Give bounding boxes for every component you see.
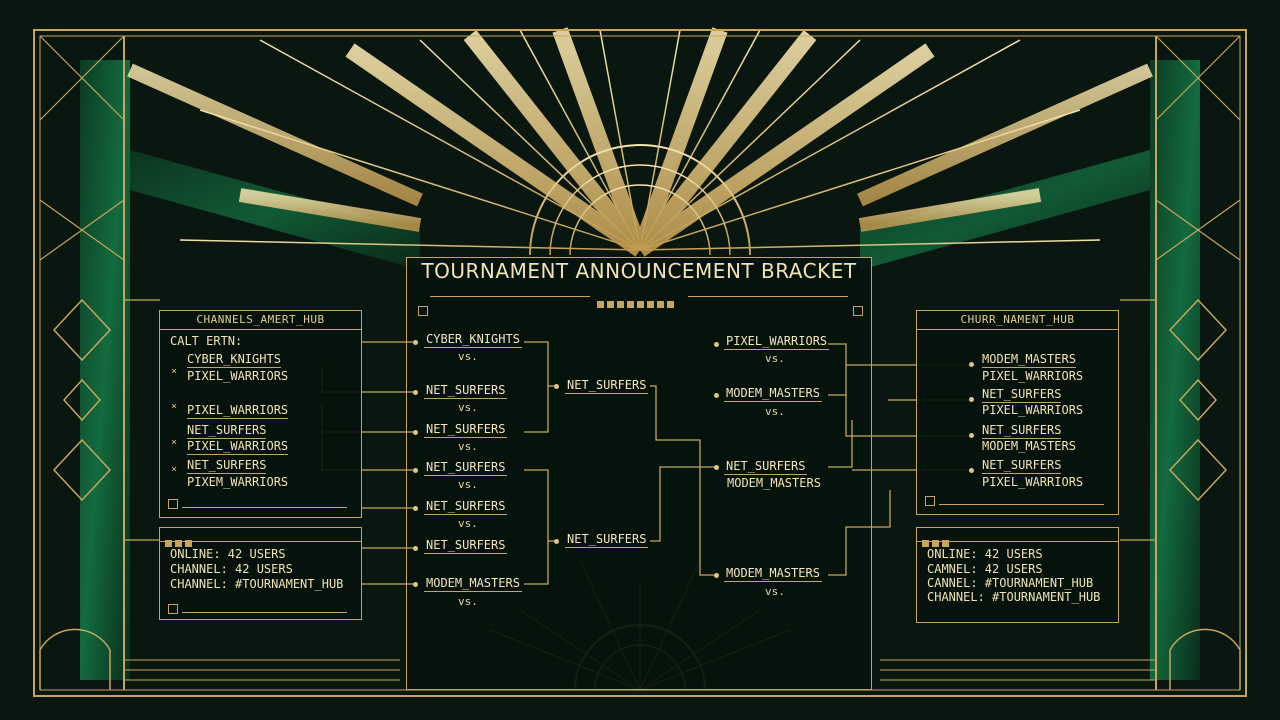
match-dot xyxy=(969,468,974,473)
vs-label: vs. xyxy=(458,440,478,453)
chat-entry-team: NET_SURFERS xyxy=(982,423,1062,439)
round2-team[interactable]: NET_SURFERS xyxy=(565,378,649,394)
status-channel: CHANNEL: 42 USERS xyxy=(170,562,293,576)
right-status-panel xyxy=(916,527,1119,623)
status-online: ONLINE: 42 USERS xyxy=(170,547,286,561)
match-dot xyxy=(413,340,418,345)
match-dot xyxy=(969,397,974,402)
round1-team[interactable]: NET_SURFERS xyxy=(424,422,508,438)
vs-label: vs. xyxy=(458,517,478,530)
vs-label: vs. xyxy=(458,595,478,608)
input-line[interactable] xyxy=(182,507,347,508)
chat-entry-team: NET_SURFERS xyxy=(982,458,1062,474)
chat-entry-team: PIXEL_WARRIORS xyxy=(982,403,1084,417)
match-dot xyxy=(413,546,418,551)
status-channel-name: CHANNEL: #TOURNAMENT_HUB xyxy=(927,590,1101,604)
right-final-team[interactable]: MODEM_MASTERS xyxy=(724,566,822,582)
chat-entry-team: PIXEM_WARRIORS xyxy=(187,475,289,489)
match-dot xyxy=(413,430,418,435)
chat-entry-team: PIXEL_WARRIORS xyxy=(187,403,289,419)
chat-entry-team: CYBER_KNIGHTS xyxy=(187,352,281,368)
round1-team[interactable]: NET_SURFERS xyxy=(424,538,508,554)
status-divider xyxy=(916,541,1119,542)
window-controls xyxy=(922,532,952,551)
chat-entry-team: PIXEL_WARRIORS xyxy=(187,439,289,455)
match-dot xyxy=(714,393,719,398)
round1-team[interactable]: NET_SURFERS xyxy=(424,499,508,515)
chat-entry-team: PIXEL_WARRIORS xyxy=(982,369,1084,383)
status-online: ONLINE: 42 USERS xyxy=(927,547,1043,561)
vs-label: vs. xyxy=(765,585,785,598)
vs-label: vs. xyxy=(458,478,478,491)
left-panel-checkbox[interactable] xyxy=(168,499,178,509)
status-divider xyxy=(159,541,362,542)
chat-entry-team: NET_SURFERS xyxy=(982,387,1062,403)
match-dot xyxy=(969,433,974,438)
title-divider xyxy=(688,296,848,297)
left-panel-title: CHANNELS_AMERT_HUB xyxy=(160,311,361,330)
chat-entry-team: PIXEL_WARRIORS xyxy=(982,475,1084,489)
close-icon[interactable]: × xyxy=(171,437,178,448)
right-panel-checkbox[interactable] xyxy=(925,496,935,506)
match-dot xyxy=(413,582,418,587)
title-ornament xyxy=(597,293,677,312)
round1-team[interactable]: NET_SURFERS xyxy=(424,460,508,476)
right-team[interactable]: PIXEL_WARRIORS xyxy=(724,334,830,350)
vs-label: vs. xyxy=(765,352,785,365)
match-dot xyxy=(969,362,974,367)
chat-entry-team: PIXEL_WARRIORS xyxy=(187,369,289,383)
title-divider xyxy=(430,296,590,297)
input-line[interactable] xyxy=(939,504,1104,505)
close-icon[interactable]: × xyxy=(171,366,178,377)
left-panel-header: CALT ERTN: xyxy=(170,334,243,348)
vs-label: vs. xyxy=(765,405,785,418)
round1-team[interactable]: MODEM_MASTERS xyxy=(424,576,522,592)
chat-entry-team: MODEM_MASTERS xyxy=(982,352,1076,368)
round1-team[interactable]: CYBER_KNIGHTS xyxy=(424,332,522,348)
bracket-checkbox-left[interactable] xyxy=(418,306,428,316)
match-dot xyxy=(714,342,719,347)
bracket-checkbox-right[interactable] xyxy=(853,306,863,316)
bracket-panel xyxy=(406,257,872,690)
match-dot xyxy=(554,384,559,389)
close-icon[interactable]: × xyxy=(171,401,178,412)
vs-label: vs. xyxy=(458,401,478,414)
right-chat-panel: CHURR_NAMENT_HUB xyxy=(916,310,1119,515)
match-dot xyxy=(413,506,418,511)
close-icon[interactable]: × xyxy=(171,464,178,475)
status-channel-name: CHANNEL: #TOURNAMENT_HUB xyxy=(170,577,344,591)
chat-entry-team: NET_SURFERS xyxy=(187,458,267,474)
input-line[interactable] xyxy=(182,612,347,613)
match-dot xyxy=(413,468,418,473)
status-checkbox[interactable] xyxy=(168,604,178,614)
match-dot xyxy=(714,465,719,470)
vs-label: vs. xyxy=(458,350,478,363)
round2-team[interactable]: NET_SURFERS xyxy=(565,532,649,548)
right-final-team[interactable]: NET_SURFERS xyxy=(724,459,808,475)
right-final-sub: MODEM_MASTERS xyxy=(727,476,821,490)
left-chat-panel: CHANNELS_AMERT_HUB xyxy=(159,310,362,518)
window-controls xyxy=(165,532,195,551)
round1-team[interactable]: NET_SURFERS xyxy=(424,383,508,399)
left-status-panel xyxy=(159,527,362,620)
right-panel-title: CHURR_NAMENT_HUB xyxy=(917,311,1118,330)
match-dot xyxy=(554,539,559,544)
chat-entry-team: MODEM_MASTERS xyxy=(982,439,1076,453)
right-team[interactable]: MODEM_MASTERS xyxy=(724,386,822,402)
status-channel-name: CANNEL: #TOURNAMENT_HUB xyxy=(927,576,1094,590)
match-dot xyxy=(714,573,719,578)
match-dot xyxy=(413,390,418,395)
status-channel: CAMNEL: 42 USERS xyxy=(927,562,1043,576)
chat-entry-team: NET_SURFERS xyxy=(187,423,267,439)
page-title: TOURNAMENT ANNOUNCEMENT BRACKET xyxy=(421,259,857,283)
